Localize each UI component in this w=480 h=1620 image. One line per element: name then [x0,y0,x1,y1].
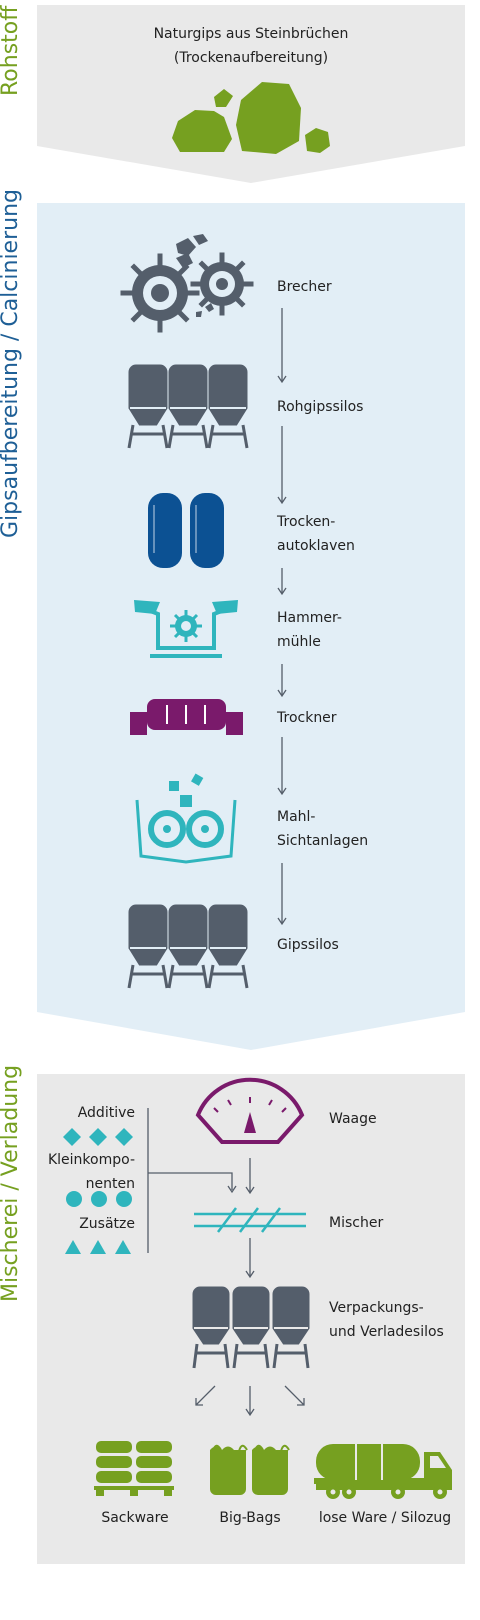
step-label-gipssilos: Gipssilos [277,937,339,953]
autoclave-icon [148,493,224,568]
step-label-mahl-sichtanlagen: Mahl- Sichtanlagen [277,809,369,849]
arrow-down-icon [227,1185,237,1194]
step-label-hammermuehle: Hammer- mühle [277,610,342,650]
step-label-trockenautoklaven: Trocken- autoklaven [277,514,355,554]
diamond-icon [115,1128,133,1146]
triangle-icon [90,1240,106,1254]
dryer-icon [130,699,243,735]
output-label-sackware: Sackware [101,1510,169,1526]
arrow-down-icon [245,1158,255,1195]
arrow-down-icon [277,308,287,384]
arrow-diagonal-icon [195,1385,216,1406]
output-label-big-bags: Big-Bags [219,1510,281,1526]
hammer-mill-icon [134,600,238,658]
input-label-additive: Additive [77,1105,135,1121]
input-label-zusaetze: Zusätze [79,1216,135,1232]
rohstoff-caption: Naturgips aus Steinbrüchen (Trockenaufbe… [153,26,349,66]
diamond-icon [89,1128,107,1146]
silos-icon [127,364,249,449]
arrow-down-icon [277,737,287,796]
waage-label: Waage [329,1111,377,1127]
verladesilos-label: Verpackungs- und Verladesilos [329,1300,444,1340]
arrow-down-icon [277,664,287,698]
grinding-mill-icon [135,773,237,864]
step-label-trockner: Trockner [277,710,337,726]
triangle-icon [65,1240,81,1254]
arrow-diagonal-icon [284,1385,305,1406]
silos-icon [127,904,249,989]
crusher-gears-icon [120,234,254,333]
diamond-icon [63,1128,81,1146]
arrow-down-icon [245,1386,255,1417]
arrow-down-icon [245,1238,255,1279]
circle-icon [116,1191,132,1207]
mischer-label: Mischer [329,1215,384,1231]
triangle-icon [115,1240,131,1254]
arrow-down-icon [277,568,287,596]
arrow-down-icon [277,426,287,505]
output-label-silozug: lose Ware / Silozug [318,1510,452,1526]
step-label-rohgipssilos: Rohgipssilos [277,399,364,415]
arrow-down-icon [277,863,287,926]
gips-flow-arrows [277,308,287,926]
step-label-brecher: Brecher [277,279,332,295]
circle-icon [91,1191,107,1207]
circle-icon [66,1191,82,1207]
rocks-icon [172,82,330,154]
input-label-kleinkomponenten: Kleinkompo- nenten [47,1152,135,1192]
